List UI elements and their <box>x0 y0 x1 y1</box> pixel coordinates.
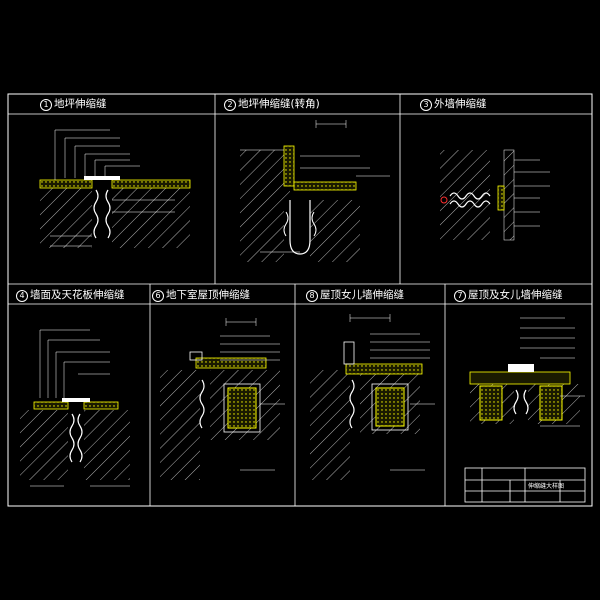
outer-border <box>7 93 593 507</box>
detail-parapet-joint <box>310 314 435 480</box>
panel-title-text: 地坪伸缩缝(转角) <box>238 98 320 110</box>
panel-number: 7 <box>454 290 466 302</box>
panel-title-text: 外墙伸缩缝 <box>434 98 487 110</box>
panel-number: 3 <box>420 99 432 111</box>
detail-wall-ceiling-joint <box>20 329 130 487</box>
panel-title-text: 地下室屋顶伸缩缝 <box>166 289 250 301</box>
panel-title-text: 墙面及天花板伸缩缝 <box>30 289 125 301</box>
panel-number: 6 <box>152 290 164 302</box>
panel-title-text: 屋顶及女儿墙伸缩缝 <box>468 289 563 301</box>
panel-number: 4 <box>16 290 28 302</box>
panel-grid <box>8 94 592 506</box>
detail-floor-corner-joint <box>240 120 390 262</box>
panel-title-text: 屋顶女儿墙伸缩缝 <box>320 289 404 301</box>
panel-number: 1 <box>40 99 52 111</box>
title-block <box>464 467 586 503</box>
detail-exterior-wall-joint <box>440 149 550 241</box>
panel-number: 2 <box>224 99 236 111</box>
panel-title-text: 地坪伸缩缝 <box>54 98 107 110</box>
detail-roof-parapet-joint <box>469 317 585 434</box>
title-block-drawing-name: 伸缩缝大样图 <box>528 483 565 490</box>
detail-floor-joint <box>39 129 191 248</box>
detail-basement-roof-joint <box>160 318 285 480</box>
panel-number: 8 <box>306 290 318 302</box>
